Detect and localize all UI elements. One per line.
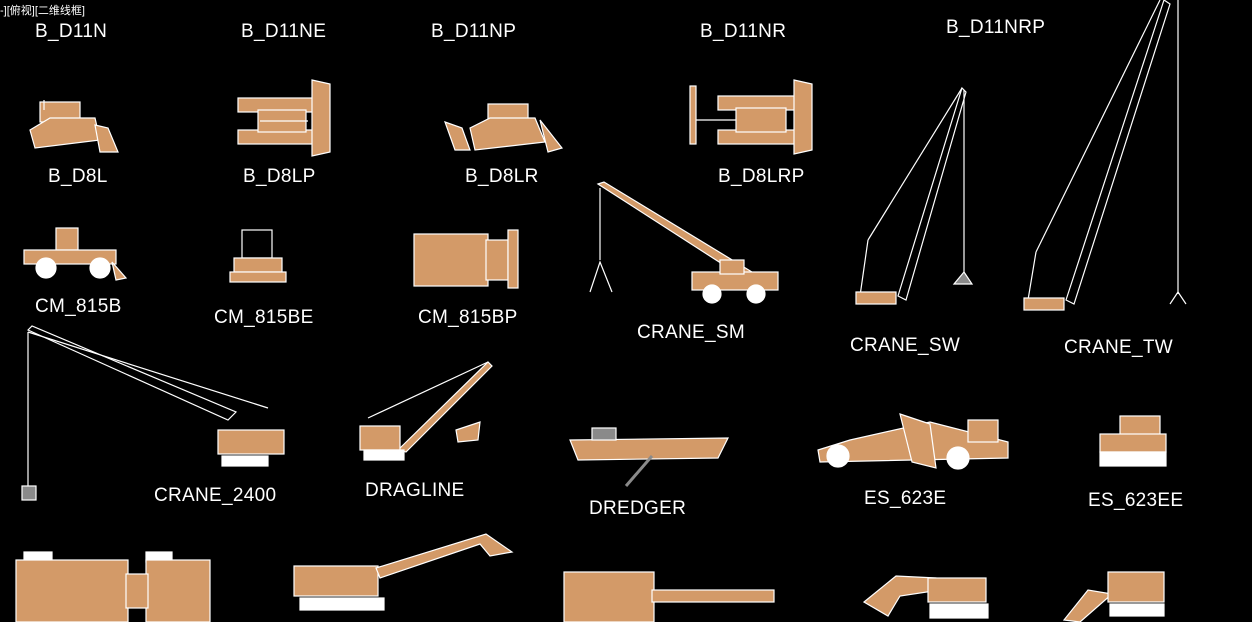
block-row5-a-symbol[interactable]: [15, 551, 211, 622]
block-label-b-d8lr[interactable]: B_D8LR: [465, 166, 539, 187]
block-crane-sm-symbol[interactable]: [589, 181, 779, 304]
block-row5-d-symbol[interactable]: [862, 575, 989, 619]
block-label-b-d8lp[interactable]: B_D8LP: [243, 166, 316, 187]
block-label-b-d11n[interactable]: B_D11N: [35, 21, 108, 42]
block-crane-sw-symbol[interactable]: [855, 86, 974, 305]
block-label-b-d11np[interactable]: B_D11NP: [431, 21, 517, 42]
block-label-cm-815b[interactable]: CM_815B: [35, 296, 122, 317]
block-label-crane-sw[interactable]: CRANE_SW: [850, 335, 961, 356]
block-crane-tw-symbol[interactable]: [1023, 0, 1187, 311]
block-label-crane-2400[interactable]: CRANE_2400: [154, 485, 277, 506]
block-b-d8l-symbol[interactable]: [29, 100, 119, 153]
block-label-cm-815bp[interactable]: CM_815BP: [418, 307, 518, 328]
block-dragline-symbol[interactable]: [359, 361, 493, 461]
block-cm-815b-symbol[interactable]: [23, 227, 128, 281]
block-label-b-d11nrp[interactable]: B_D11NRP: [946, 17, 1046, 38]
block-label-b-d11nr[interactable]: B_D11NR: [700, 21, 787, 42]
block-label-b-d8l[interactable]: B_D8L: [48, 166, 108, 187]
block-label-es-623e[interactable]: ES_623E: [864, 488, 947, 509]
block-row5-e-symbol[interactable]: [1062, 571, 1165, 622]
block-row5-c-symbol[interactable]: [563, 571, 775, 622]
block-es-623ee-symbol[interactable]: [1099, 415, 1167, 467]
block-label-cm-815be[interactable]: CM_815BE: [214, 307, 314, 328]
block-dredger-symbol[interactable]: [569, 427, 729, 487]
block-label-b-d8lrp[interactable]: B_D8LRP: [718, 166, 805, 187]
block-label-b-d11ne[interactable]: B_D11NE: [241, 21, 327, 42]
block-label-crane-sm[interactable]: CRANE_SM: [637, 322, 745, 343]
block-b-d8lp-symbol[interactable]: [237, 79, 331, 157]
block-label-es-623ee[interactable]: ES_623EE: [1088, 490, 1184, 511]
block-cm-815be-symbol[interactable]: [229, 229, 287, 283]
block-row5-b-symbol[interactable]: [293, 533, 514, 611]
block-b-d8lrp-symbol[interactable]: [689, 79, 813, 155]
block-label-dragline[interactable]: DRAGLINE: [365, 480, 465, 501]
block-es-623e-symbol[interactable]: [817, 413, 1009, 470]
block-label-crane-tw[interactable]: CRANE_TW: [1064, 337, 1174, 358]
block-cm-815bp-symbol[interactable]: [413, 229, 519, 289]
block-label-dredger[interactable]: DREDGER: [589, 498, 687, 519]
viewport-label[interactable]: -][俯视][二维线框]: [0, 5, 85, 17]
block-b-d8lr-symbol[interactable]: [444, 103, 564, 153]
block-crane-2400-symbol[interactable]: [21, 325, 285, 501]
